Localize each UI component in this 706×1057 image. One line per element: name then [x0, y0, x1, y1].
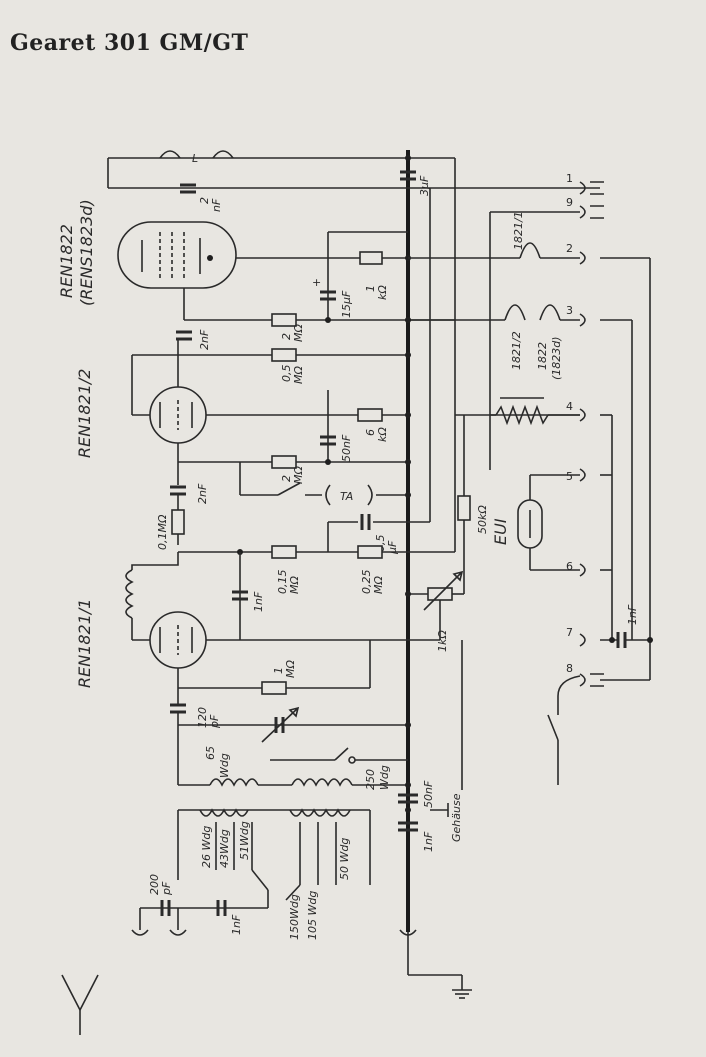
svg-text:1821/2: 1821/2 — [510, 331, 523, 370]
tube-label-ren1821-2: REN1821/2 — [75, 369, 94, 458]
svg-text:+: + — [312, 276, 321, 289]
pin-3: 3 — [566, 304, 573, 317]
svg-text:2: 2 — [280, 333, 293, 340]
svg-text:2nF: 2nF — [196, 483, 209, 504]
row-2m-ta: 2 MΩ TA — [178, 455, 411, 506]
grid-1m-120pf: 1 MΩ 120 pF — [170, 640, 411, 785]
capacitor-2nf-top: 2 nF — [180, 183, 223, 212]
right-rail: 1nF — [600, 257, 653, 681]
potentiometer-1k: 1kΩ — [370, 570, 464, 652]
tube-label-ren1821-1: REN1821/1 — [75, 599, 94, 688]
svg-text:150Wdg: 150Wdg — [288, 894, 301, 940]
eui-unit: EUI — [491, 474, 580, 571]
connector-pins: 1 9 2 3 4 5 6 7 8 — [566, 172, 604, 687]
svg-text:0,25: 0,25 — [360, 570, 373, 595]
label-3uf: 3µF — [418, 175, 431, 196]
resistor-50k: 50kΩ — [452, 414, 580, 595]
row-015m-025m: 0,15 MΩ 0,25 MΩ — [178, 320, 456, 595]
capacitor-1nf-a: 1nF — [232, 552, 265, 640]
svg-text:kΩ: kΩ — [376, 285, 389, 300]
svg-text:pF: pF — [208, 714, 221, 729]
coils-65-250: 65 Wdg 250 Wdg — [178, 746, 411, 790]
svg-text:105 Wdg: 105 Wdg — [306, 891, 319, 940]
page-title: Gearet 301 GM/GT — [10, 30, 249, 56]
svg-text:MΩ: MΩ — [292, 366, 305, 384]
svg-text:6: 6 — [364, 429, 377, 436]
rc-50nf-6k: 50nF 6 kΩ — [320, 390, 411, 462]
svg-text:2nF: 2nF — [198, 329, 211, 350]
svg-text:43Wdg: 43Wdg — [218, 829, 231, 868]
svg-text:MΩ: MΩ — [372, 576, 385, 594]
svg-text:Wdg: Wdg — [218, 753, 231, 778]
heater-windings: 1821/1 1821/2 1822 (1823d) — [405, 211, 580, 380]
svg-text:2: 2 — [198, 197, 211, 204]
svg-text:0,5: 0,5 — [280, 365, 293, 383]
svg-text:1: 1 — [364, 285, 377, 292]
antenna-coil: 26 Wdg 43Wdg 51Wdg 150Wdg 105 Wdg 50 Wdg — [177, 808, 371, 940]
svg-text:1nF: 1nF — [252, 591, 265, 612]
svg-text:(1823d): (1823d) — [550, 336, 563, 380]
pin-4: 4 — [566, 400, 573, 413]
svg-text:0,15: 0,15 — [276, 570, 289, 595]
tube-label-rens1823d: (RENS1823d) — [77, 199, 96, 306]
svg-text:50 Wdg: 50 Wdg — [338, 838, 351, 880]
svg-text:kΩ: kΩ — [376, 427, 389, 442]
capacitor-3uf: 3µF — [400, 155, 431, 196]
top-wiring — [107, 157, 600, 470]
rc-15uf-1k: + 15µF 1 kΩ — [312, 231, 411, 320]
svg-text:1kΩ: 1kΩ — [436, 630, 449, 652]
pin-1: 1 — [566, 172, 573, 185]
pin-5: 5 — [566, 470, 573, 483]
svg-text:1821/1: 1821/1 — [512, 211, 525, 250]
coupling-2nf-01m: 2nF 0,1MΩ — [156, 483, 209, 550]
svg-text:65: 65 — [204, 746, 217, 760]
svg-text:50nF: 50nF — [422, 780, 435, 808]
antenna-input: 200 pF 1nF — [61, 874, 268, 1035]
svg-text:pF: pF — [160, 881, 173, 896]
resistor-zigzag — [490, 397, 580, 426]
svg-text:2: 2 — [280, 475, 293, 482]
svg-text:120: 120 — [196, 707, 209, 728]
svg-text:0,1MΩ: 0,1MΩ — [156, 514, 169, 550]
tube-ren1821-1 — [125, 552, 370, 705]
bus-caps: 50nF 1nF Gehäuse — [398, 640, 463, 852]
pin-7: 7 — [566, 626, 573, 639]
svg-text:200: 200 — [148, 874, 161, 895]
svg-text:nF: nF — [210, 198, 223, 212]
svg-text:1: 1 — [272, 667, 285, 674]
svg-text:Wdg: Wdg — [378, 765, 391, 790]
pin-8: 8 — [566, 662, 573, 675]
svg-text:MΩ: MΩ — [288, 576, 301, 594]
svg-text:MΩ: MΩ — [292, 324, 305, 342]
resistor-05m: 0,5 MΩ — [178, 348, 411, 384]
svg-text:15µF: 15µF — [340, 290, 353, 318]
svg-text:51Wdg: 51Wdg — [238, 821, 251, 860]
svg-text:1nF: 1nF — [422, 831, 435, 852]
pin-2: 2 — [566, 242, 573, 255]
svg-text:50nF: 50nF — [340, 434, 353, 462]
svg-text:MΩ: MΩ — [284, 660, 297, 678]
mains-switch — [547, 675, 581, 785]
choke-label: L — [192, 152, 198, 165]
gehaeuse-label: Gehäuse — [450, 793, 463, 842]
svg-text:50kΩ: 50kΩ — [476, 505, 489, 534]
svg-text:250: 250 — [364, 769, 377, 790]
choke-L: L — [159, 150, 234, 165]
ta-label: TA — [340, 490, 353, 503]
svg-text:1nF: 1nF — [626, 604, 639, 625]
svg-text:EUI: EUI — [491, 518, 510, 545]
pin-6: 6 — [566, 560, 573, 573]
svg-text:26 Wdg: 26 Wdg — [200, 826, 213, 868]
svg-text:1822: 1822 — [536, 342, 549, 370]
svg-text:MΩ: MΩ — [292, 466, 305, 484]
tube-ren1822 — [117, 221, 408, 320]
tube-label-ren1822: REN1822 — [57, 224, 76, 298]
svg-text:1nF: 1nF — [230, 914, 243, 935]
pin-9: 9 — [566, 196, 573, 209]
